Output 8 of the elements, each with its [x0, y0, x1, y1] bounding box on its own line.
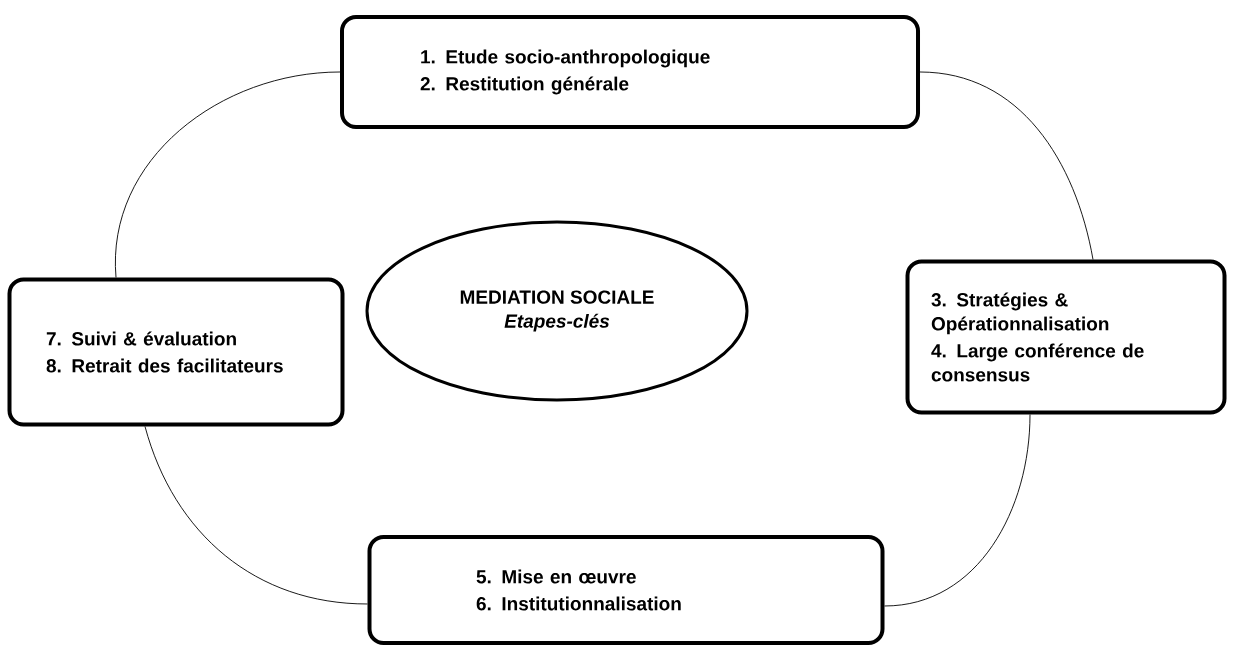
step-box: 5. Mise en œuvre 6. Institutionnalisation — [367, 535, 885, 645]
step-box: 3. Stratégies & Opérationnalisation 4. Large conférence de consensus — [905, 259, 1227, 415]
connector-arc — [115, 71, 341, 278]
connector-arc — [884, 414, 1031, 607]
step-box: 7. Suivi & évaluation 8. Retrait des facilitateurs — [7, 277, 345, 427]
step-box: 1. Etude socio-anthropologique 2. Restitution générale — [340, 15, 920, 129]
connector-arc — [919, 71, 1094, 260]
connector-arc — [144, 426, 368, 605]
